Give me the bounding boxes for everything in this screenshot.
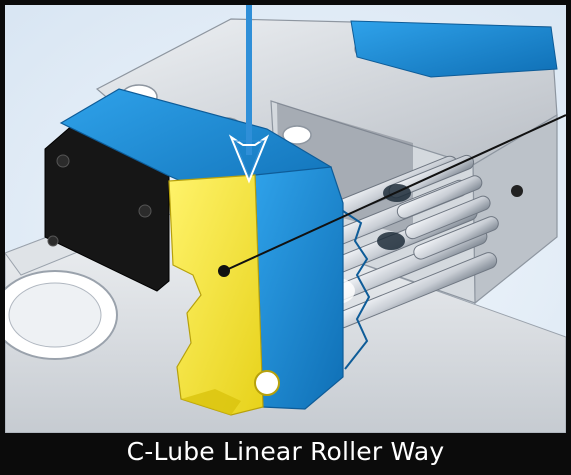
- callout-line-icon: [218, 114, 566, 277]
- grease-nipple: [511, 185, 523, 197]
- roller-chain: [311, 154, 499, 329]
- figure-caption: C-Lube Linear Roller Way: [126, 437, 445, 466]
- arrow-down-icon: [228, 5, 270, 184]
- mounting-hole: [282, 125, 312, 145]
- end-cap-hole: [254, 370, 280, 396]
- lubricator-module: [168, 174, 264, 416]
- linear-roller-way-illustration: [5, 5, 566, 433]
- figure-caption-bar: C-Lube Linear Roller Way: [5, 433, 566, 470]
